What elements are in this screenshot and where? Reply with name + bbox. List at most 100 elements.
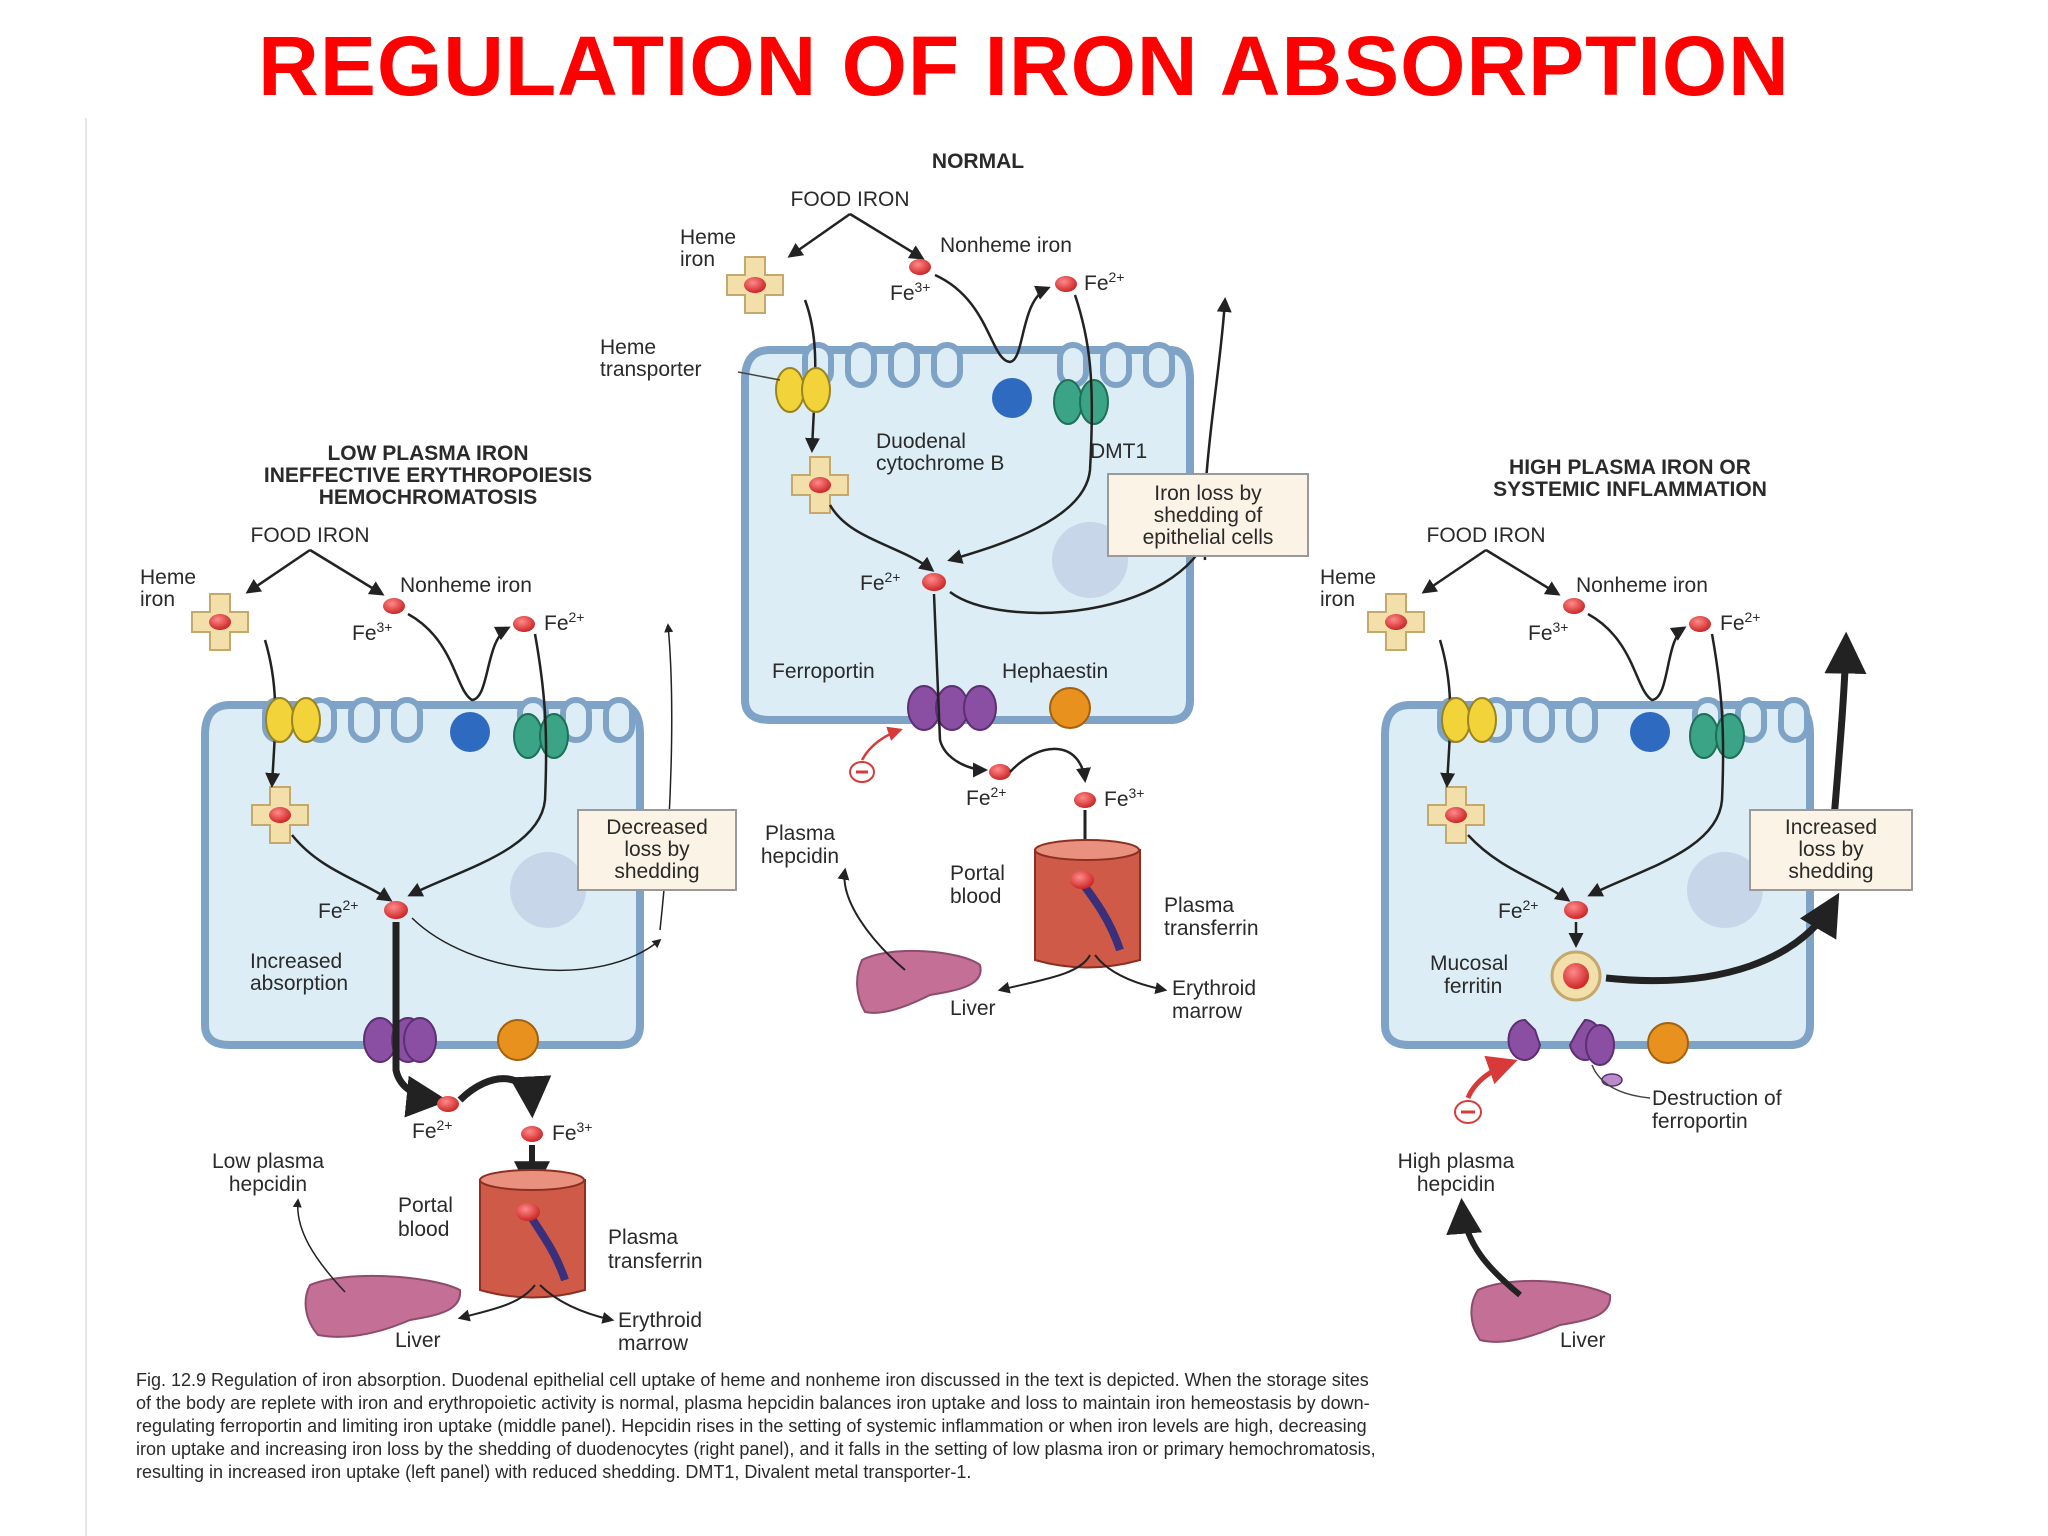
high-fe2-inner-label: Fe2+ — [1498, 897, 1538, 923]
low-food-iron: FOOD IRON — [251, 524, 370, 547]
low-fe2-label: Fe2+ — [544, 609, 584, 635]
normal-fe3-label: Fe3+ — [890, 279, 930, 305]
high-hephaestin — [1647, 1022, 1689, 1064]
normal-fe2-inner-dot — [922, 573, 946, 591]
low-marrow-2: marrow — [618, 1332, 689, 1355]
high-food-iron: FOOD IRON — [1427, 524, 1546, 547]
high-liver — [1470, 1279, 1612, 1343]
high-nucleus — [1687, 852, 1763, 928]
normal-cytochrome-label-2: cytochrome B — [876, 452, 1004, 475]
slide-title: REGULATION OF IRON ABSORPTION — [258, 19, 1790, 113]
caption-line-3: regulating ferroportin and limiting iron… — [136, 1416, 1367, 1436]
low-heading-3: HEMOCHROMATOSIS — [319, 486, 538, 509]
svg-text:Decreased: Decreased — [606, 816, 708, 839]
high-ferroportin-destroyed — [1507, 1018, 1623, 1087]
high-hepcidin-1: High plasma — [1398, 1150, 1515, 1173]
low-fe2-inner-dot — [384, 901, 408, 919]
normal-liver — [856, 949, 982, 1014]
normal-heme-transporter-label-1: Heme — [600, 336, 656, 359]
low-hepcidin-1: Low plasma — [212, 1150, 324, 1173]
high-fe2-inner-dot — [1564, 901, 1588, 919]
high-fe3-dot — [1563, 598, 1585, 614]
svg-text:Iron loss by: Iron loss by — [1154, 482, 1262, 505]
normal-marrow-1: Erythroid — [1172, 977, 1256, 1000]
svg-text:shedding of: shedding of — [1154, 504, 1263, 527]
low-fe3-label: Fe3+ — [352, 619, 392, 645]
normal-transferrin-2: transferrin — [1164, 917, 1259, 940]
high-fe3-label: Fe3+ — [1528, 619, 1568, 645]
panel-low: LOW PLASMA IRON INEFFECTIVE ERYTHROPOIES… — [140, 442, 737, 1355]
low-cytochrome-b — [450, 712, 490, 752]
low-hephaestin — [497, 1019, 539, 1061]
normal-fe2-out-dot — [989, 764, 1011, 780]
caption-line-2: of the body are replete with iron and er… — [136, 1393, 1370, 1413]
high-cell — [1381, 701, 1814, 1049]
high-mucosal-ferritin-1: Mucosal — [1430, 952, 1508, 975]
high-fe2-dot — [1689, 616, 1711, 632]
svg-text:Increased: Increased — [1785, 816, 1877, 839]
low-heme-cross-inner — [251, 786, 309, 844]
low-shed-box: Decreased loss by shedding — [577, 809, 737, 891]
normal-heme-cross-top — [726, 256, 784, 314]
normal-cell — [741, 346, 1194, 724]
high-liver-label: Liver — [1560, 1329, 1606, 1352]
low-fe3-dot — [383, 598, 405, 614]
normal-plasma-hepcidin-2: hepcidin — [761, 845, 839, 868]
caption-line-4: iron uptake and increasing iron loss by … — [136, 1439, 1376, 1459]
low-fe2-out-label: Fe2+ — [412, 1117, 452, 1143]
normal-fe2-inner-label: Fe2+ — [860, 569, 900, 595]
normal-transferrin-1: Plasma — [1164, 894, 1234, 917]
normal-heme-transporter-label-2: transporter — [600, 358, 702, 381]
normal-fe3-out-label: Fe3+ — [1104, 785, 1144, 811]
high-heme-transporter — [1441, 697, 1497, 743]
figure-caption: Fig. 12.9 Regulation of iron absorption.… — [136, 1370, 1376, 1482]
normal-nonheme-label: Nonheme iron — [940, 234, 1072, 257]
normal-hephaestin-label: Hephaestin — [1002, 660, 1108, 683]
normal-portal-blood-1: Portal — [950, 862, 1005, 885]
low-transferrin-1: Plasma — [608, 1226, 678, 1249]
low-heme-label-1: Heme — [140, 566, 196, 589]
low-cell — [201, 701, 644, 1049]
low-fe2-dot — [513, 616, 535, 632]
high-heading-2: SYSTEMIC INFLAMMATION — [1493, 478, 1767, 501]
normal-fe3-out-dot — [1074, 792, 1096, 808]
normal-hephaestin — [1049, 687, 1091, 729]
normal-fe2-dot — [1055, 276, 1077, 292]
low-ferroportin — [363, 1017, 437, 1063]
low-nonheme-label: Nonheme iron — [400, 574, 532, 597]
normal-plasma-hepcidin-1: Plasma — [765, 822, 835, 845]
low-heme-label-2: iron — [140, 588, 175, 611]
normal-dmt1-label: DMT1 — [1090, 440, 1147, 463]
normal-fe2-label: Fe2+ — [1084, 269, 1124, 295]
normal-fe2-out-label: Fe2+ — [966, 784, 1006, 810]
high-heading-1: HIGH PLASMA IRON OR — [1509, 456, 1751, 479]
svg-text:loss by: loss by — [624, 838, 690, 861]
normal-food-iron: FOOD IRON — [791, 188, 910, 211]
low-heading-1: LOW PLASMA IRON — [327, 442, 528, 465]
low-portal-blood-1: Portal — [398, 1194, 453, 1217]
panel-normal: NORMAL FOOD IRON Heme iron Nonheme iron — [600, 150, 1309, 1023]
low-heme-transporter — [265, 697, 321, 743]
low-fe3-out-label: Fe3+ — [552, 1119, 592, 1145]
high-cytochrome-b — [1630, 712, 1670, 752]
normal-blood-vessel — [1034, 839, 1141, 969]
caption-line-5: resulting in increased iron uptake (left… — [136, 1462, 971, 1482]
svg-text:shedding: shedding — [614, 860, 699, 883]
normal-portal-blood-2: blood — [950, 885, 1001, 908]
high-destruction-1: Destruction of — [1652, 1087, 1782, 1110]
low-nucleus — [510, 852, 586, 928]
high-hepcidin-2: hepcidin — [1417, 1173, 1495, 1196]
low-blood-vessel — [479, 1169, 586, 1299]
low-liver-label: Liver — [395, 1329, 441, 1352]
low-fe2-out-dot — [437, 1096, 459, 1112]
high-shed-box: Increased loss by shedding — [1749, 809, 1913, 891]
low-marrow-1: Erythroid — [618, 1309, 702, 1332]
low-portal-blood-2: blood — [398, 1218, 449, 1241]
low-increased-absorption-1: Increased — [250, 950, 342, 973]
normal-heme-cross-inner — [791, 456, 849, 514]
normal-heme-label-2: iron — [680, 248, 715, 271]
caption-line-1: Fig. 12.9 Regulation of iron absorption.… — [136, 1370, 1369, 1390]
low-heme-cross-top — [191, 593, 249, 651]
svg-text:epithelial cells: epithelial cells — [1143, 526, 1274, 549]
